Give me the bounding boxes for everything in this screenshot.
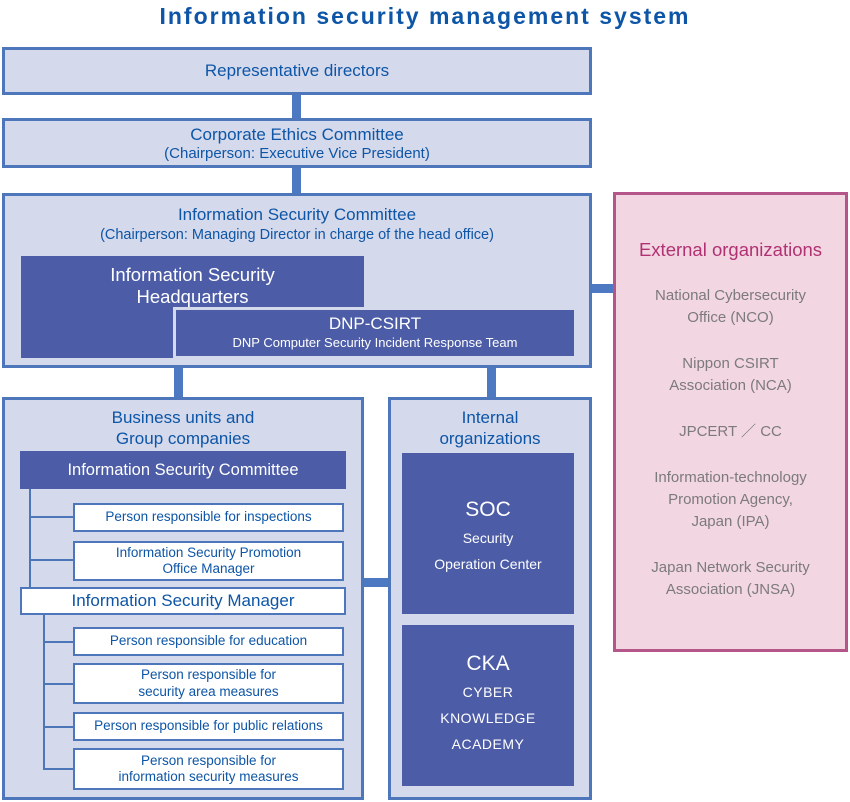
dnp-csirt-abbr: DNP-CSIRT <box>328 314 422 333</box>
information-security-committee-chairperson: (Chairperson: Managing Director in charg… <box>100 227 494 243</box>
tree-stub-public-relations <box>43 726 73 728</box>
connector-business-to-internal <box>361 578 391 587</box>
internal-organizations-box: Internal organizations SOC Security Oper… <box>388 397 592 800</box>
corporate-ethics-committee-name: Corporate Ethics Committee <box>190 124 404 144</box>
connector-committee-to-external <box>589 284 615 293</box>
representative-directors-box: Representative directors <box>2 47 592 95</box>
soc-full-name: Security Operation Center <box>434 530 542 572</box>
soc-box: SOC Security Operation Center <box>402 453 574 614</box>
cka-abbr: CKA <box>466 652 510 675</box>
corporate-ethics-committee-box: Corporate Ethics Committee (Chairperson:… <box>2 118 592 168</box>
tree-stub-promotion-office <box>29 559 73 561</box>
information-security-committee-box: Information Security Committee (Chairper… <box>2 193 592 368</box>
external-item-ipa: Information-technology Promotion Agency,… <box>654 469 807 530</box>
tree-stub-infosec-measures <box>43 768 73 770</box>
node-information-security-manager: Information Security Manager <box>20 587 346 615</box>
connector-ethics-to-committee <box>292 166 301 195</box>
dnp-csirt-full-name: DNP Computer Security Incident Response … <box>232 335 518 350</box>
dnp-csirt-box: DNP-CSIRT DNP Computer Security Incident… <box>173 307 577 359</box>
node-person-inspections: Person responsible for inspections <box>73 503 344 532</box>
corporate-ethics-chairperson: (Chairperson: Executive Vice President) <box>164 144 430 162</box>
external-item-nco: National Cybersecurity Office (NCO) <box>655 287 806 326</box>
external-item-jnsa: Japan Network Security Association (JNSA… <box>651 559 810 598</box>
node-person-education: Person responsible for education <box>73 627 344 656</box>
cka-full-name: CYBER KNOWLEDGE ACADEMY <box>440 684 536 752</box>
tree-stub-security-area <box>43 683 73 685</box>
tree-stub-inspections <box>29 516 73 518</box>
node-person-infosec-measures: Person responsible for information secur… <box>73 748 344 790</box>
external-item-jpcert: JPCERT ／ CC <box>679 423 782 440</box>
internal-organizations-title: Internal organizations <box>439 408 541 448</box>
business-units-box: Business units and Group companies Infor… <box>2 397 364 800</box>
business-infosec-committee-label: Information Security Committee <box>67 460 299 479</box>
tree-line-committee <box>29 489 31 590</box>
page-title: Information security management system <box>159 3 691 29</box>
information-security-committee-name: Information Security Committee <box>177 205 417 224</box>
tree-line-manager <box>43 614 45 770</box>
information-security-headquarters-label: Information Security Headquarters <box>110 264 275 307</box>
node-person-security-area: Person responsible for security area mea… <box>73 663 344 704</box>
external-organizations-title: External organizations <box>638 239 823 260</box>
connector-csirt-to-internal <box>487 366 496 399</box>
cka-box: CKA CYBER KNOWLEDGE ACADEMY <box>402 625 574 786</box>
external-item-nca: Nippon CSIRT Association (NCA) <box>669 355 792 394</box>
business-infosec-committee-bar: Information Security Committee <box>20 451 346 489</box>
tree-stub-education <box>43 641 73 643</box>
connector-representative-to-ethics <box>292 94 301 120</box>
external-organizations-box: External organizations National Cybersec… <box>613 192 848 652</box>
business-units-title: Business units and Group companies <box>111 408 255 448</box>
representative-directors-label: Representative directors <box>204 61 390 80</box>
node-promotion-office-manager: Information Security Promotion Office Ma… <box>73 541 344 581</box>
connector-committee-to-business <box>174 366 183 399</box>
node-person-public-relations: Person responsible for public relations <box>73 712 344 741</box>
soc-abbr: SOC <box>465 498 511 521</box>
